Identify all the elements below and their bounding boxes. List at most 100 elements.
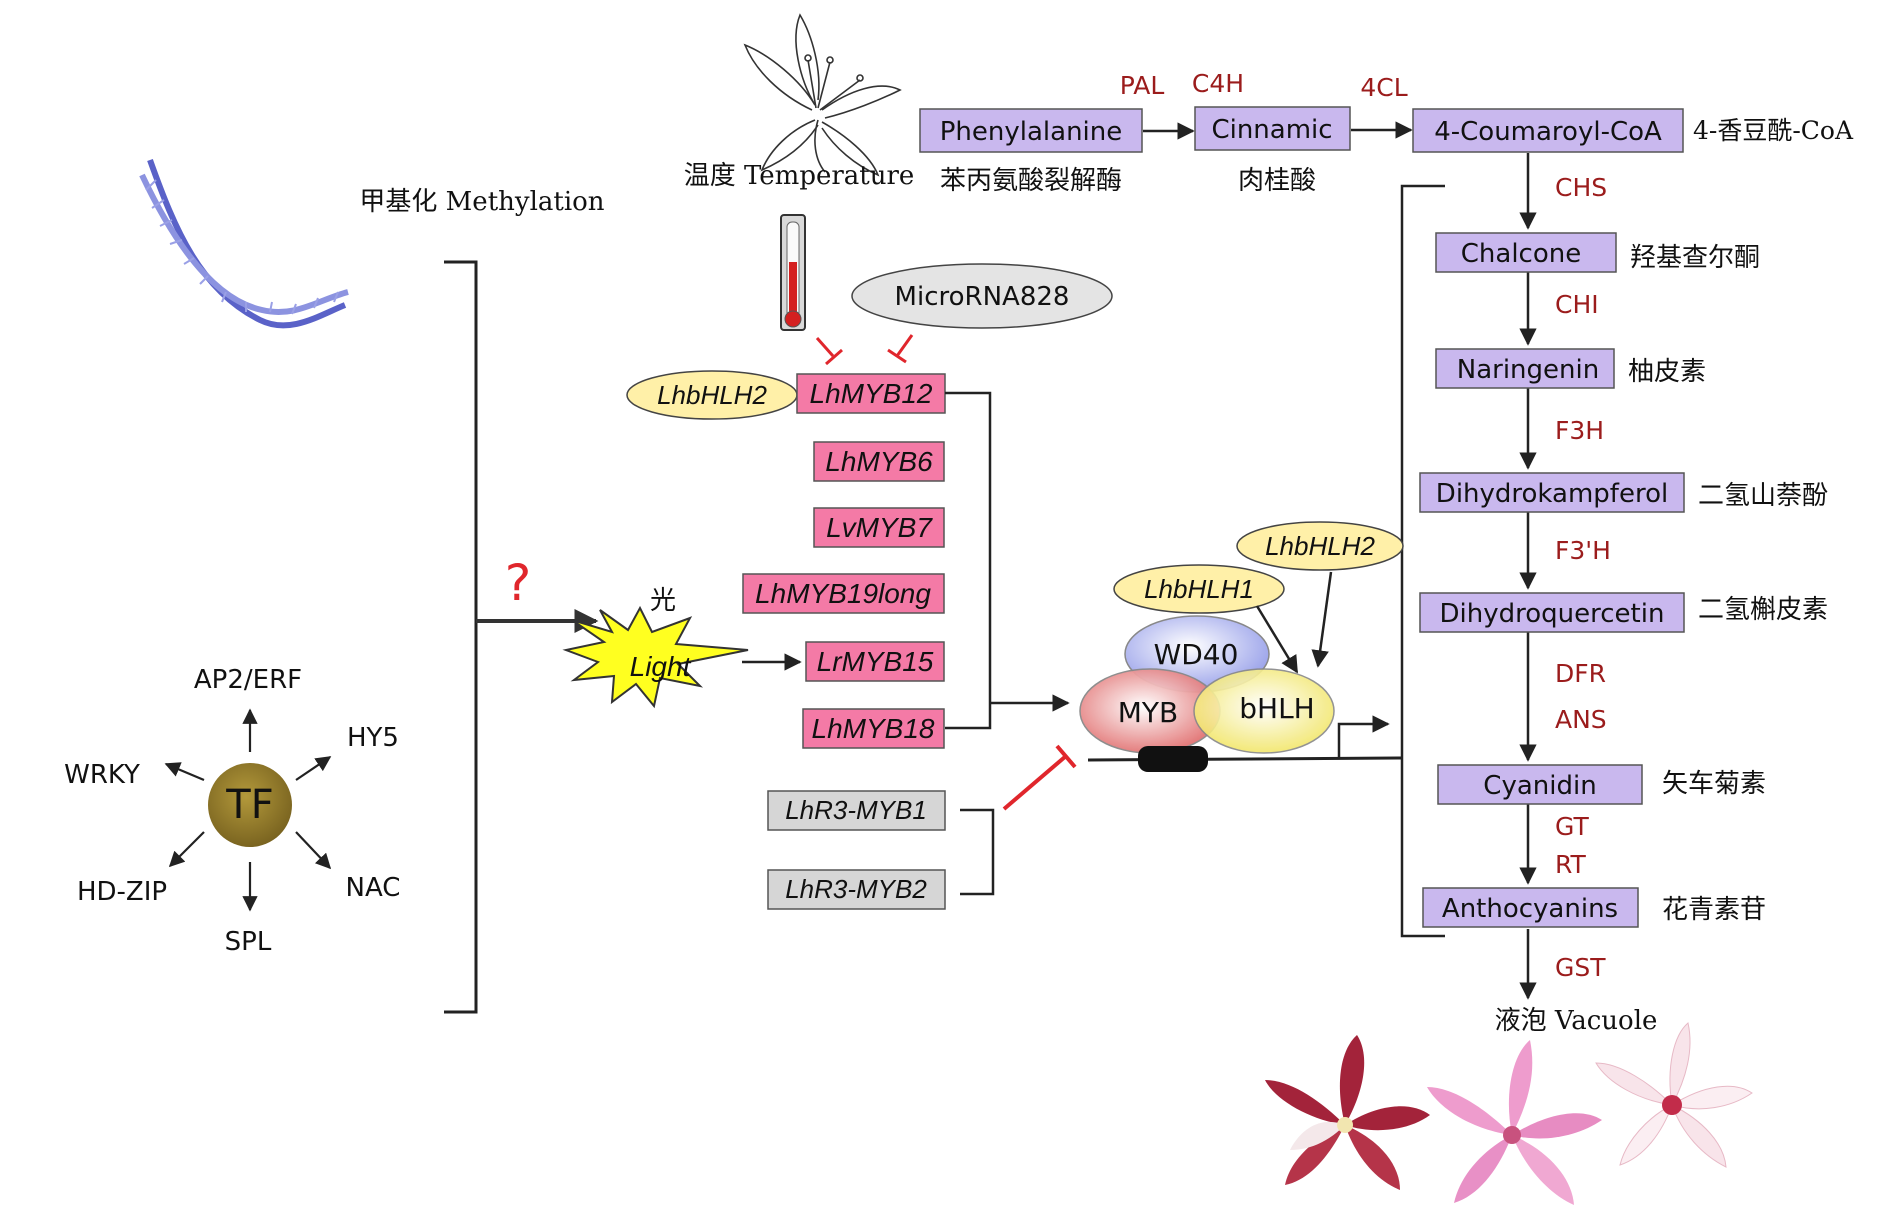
- pink-lily-image: [1427, 1040, 1602, 1205]
- cinnamic-node: [1194, 106, 1351, 151]
- lhbhlh1-ellipse: [1113, 564, 1285, 614]
- dihydrokampferol-label: Dihydrokampferol: [1436, 479, 1668, 509]
- naringenin-node: [1435, 348, 1615, 389]
- lhr3-myb2-label: LhR3-MYB2: [785, 874, 927, 904]
- dihydrokampferol-cn: 二氢山萘酚: [1698, 481, 1828, 511]
- cyanidin-node: [1437, 764, 1643, 805]
- cyanidin-cn: 矢车菊素: [1662, 769, 1766, 799]
- lhbhlh2-label: LhbHLH2: [1265, 531, 1375, 561]
- lhr3-myb1-label: LhR3-MYB1: [785, 795, 927, 825]
- methylation-bracket: [444, 260, 478, 1014]
- dihydrokampferol-node: [1419, 472, 1685, 513]
- temperature-inhibition: [815, 337, 843, 366]
- lhbhlh1-label: LhbHLH1: [1144, 574, 1254, 604]
- coumaroyl-coa-cn: 4-香豆酰-CoA: [1693, 116, 1854, 145]
- vertical-pathway: Chalcone 羟基查尔酮 Naringenin 柚皮素 Dihydrokam…: [1400, 153, 1828, 1036]
- rt-enzyme: RT: [1555, 850, 1587, 879]
- top-pathway: Phenylalanine Cinnamic 4-Coumaroyl-CoA 4…: [919, 69, 1854, 196]
- anthocyanins-cn: 花青素苷: [1662, 895, 1766, 925]
- vacuole-label: 液泡 Vacuole: [1495, 1006, 1658, 1036]
- dihydroquercetin-label: Dihydroquercetin: [1440, 599, 1665, 629]
- 4cl-enzyme: 4CL: [1360, 73, 1407, 102]
- dark-red-lily-image: [1265, 1035, 1430, 1190]
- light-cn-label: 光: [650, 586, 676, 616]
- temperature-label: 温度 Temperature: [684, 161, 915, 191]
- tf-spl: SPL: [225, 927, 272, 957]
- tf-label: TF: [225, 782, 273, 828]
- phenylalanine-label: Phenylalanine: [940, 117, 1123, 147]
- lhmyb19long-box: [742, 573, 945, 614]
- lhr3-myb2-box: [767, 869, 946, 910]
- promoter-element: [1138, 746, 1208, 772]
- dihydroquercetin-node: [1419, 592, 1685, 633]
- thermometer-icon: [780, 214, 806, 331]
- cinnamic-label: Cinnamic: [1211, 115, 1332, 145]
- cyanidin-label: Cyanidin: [1483, 771, 1596, 801]
- phenylalanine-node: [919, 108, 1143, 153]
- anthocyanins-label: Anthocyanins: [1442, 894, 1618, 924]
- tf-circle: [208, 763, 292, 847]
- lhmyb18-label: LhMYB18: [812, 713, 935, 744]
- light-burst-icon: Light: [562, 605, 749, 709]
- chi-enzyme: CHI: [1555, 290, 1599, 319]
- microrna-label: MicroRNA828: [895, 282, 1070, 312]
- lvmyb7-label: LvMYB7: [826, 512, 933, 543]
- tf-hy5: HY5: [347, 723, 399, 753]
- tf-family: TF AP2/ERF HY5 NAC SPL HD-ZIP WRKY: [64, 665, 400, 957]
- bhlh-label: bHLH: [1239, 692, 1314, 725]
- microrna-ellipse: [851, 263, 1113, 329]
- r3-repressors: LhR3-MYB1 LhR3-MYB2: [767, 790, 946, 910]
- lhmyb18-box: [802, 708, 945, 749]
- naringenin-label: Naringenin: [1457, 355, 1599, 385]
- light-label: Light: [630, 651, 692, 682]
- bhlh-ellipse: [1193, 668, 1335, 754]
- chalcone-node: [1435, 232, 1617, 273]
- pal-enzyme: PAL: [1120, 71, 1165, 100]
- chalcone-cn: 羟基查尔酮: [1630, 243, 1760, 273]
- chalcone-label: Chalcone: [1461, 239, 1581, 269]
- c4h-enzyme: C4H: [1192, 69, 1244, 98]
- lrmyb15-box: [805, 641, 945, 682]
- lrmyb15-label: LrMYB15: [817, 646, 934, 677]
- cinnamic-cn: 肉桂酸: [1238, 166, 1316, 196]
- lhmyb6-label: LhMYB6: [825, 446, 933, 477]
- mbw-complex: WD40 MYB bHLH: [1079, 615, 1335, 754]
- coumaroyl-coa-label: 4-Coumaroyl-CoA: [1434, 117, 1662, 147]
- microrna-inhibition: [887, 334, 914, 364]
- lily-sketch-icon: [743, 13, 902, 177]
- tf-nac: NAC: [346, 873, 401, 903]
- phenylalanine-cn: 苯丙氨酸裂解酶: [940, 166, 1122, 196]
- pathway-bracket: [1400, 184, 1445, 938]
- tf-hdzip: HD-ZIP: [77, 877, 167, 907]
- lhr3-myb1-box: [767, 790, 946, 831]
- dna-helix-icon: [139, 158, 349, 329]
- lhbhlh2-partner-label: LhbHLH2: [657, 380, 767, 410]
- coumaroyl-coa-node: [1412, 108, 1684, 153]
- f3prime-h-enzyme: F3'H: [1555, 536, 1611, 565]
- tf-ap2erf: AP2/ERF: [194, 665, 302, 695]
- dihydroquercetin-cn: 二氢槲皮素: [1698, 595, 1828, 625]
- transcription-start-arrow: [1337, 715, 1390, 759]
- gst-enzyme: GST: [1555, 953, 1606, 982]
- chs-enzyme: CHS: [1555, 173, 1607, 202]
- myb-label: MYB: [1118, 696, 1178, 729]
- anthocyanins-node: [1422, 887, 1639, 928]
- lhmyb12-label: LhMYB12: [810, 378, 933, 409]
- methylation-label: 甲基化 Methylation: [359, 187, 604, 217]
- lhbhlh2-ellipse: [1236, 521, 1404, 571]
- repressors-bracket: [960, 808, 995, 896]
- gt-enzyme: GT: [1555, 812, 1589, 841]
- lhmyb6-box: [813, 441, 945, 482]
- f3h-enzyme: F3H: [1555, 416, 1604, 445]
- lvmyb7-box: [813, 507, 945, 548]
- repressor-inhibition: [1002, 744, 1077, 811]
- lhmyb19long-label: LhMYB19long: [755, 578, 931, 609]
- tf-wrky: WRKY: [64, 760, 140, 790]
- myb-activators: LhMYB12 LhMYB6 LvMYB7 LhMYB19long LrMYB1…: [742, 373, 946, 749]
- naringenin-cn: 柚皮素: [1628, 357, 1706, 387]
- lhmyb12-box: [796, 373, 946, 414]
- promoter: [1087, 715, 1403, 772]
- white-lily-image: [1595, 1022, 1753, 1168]
- question-mark: ?: [505, 554, 532, 612]
